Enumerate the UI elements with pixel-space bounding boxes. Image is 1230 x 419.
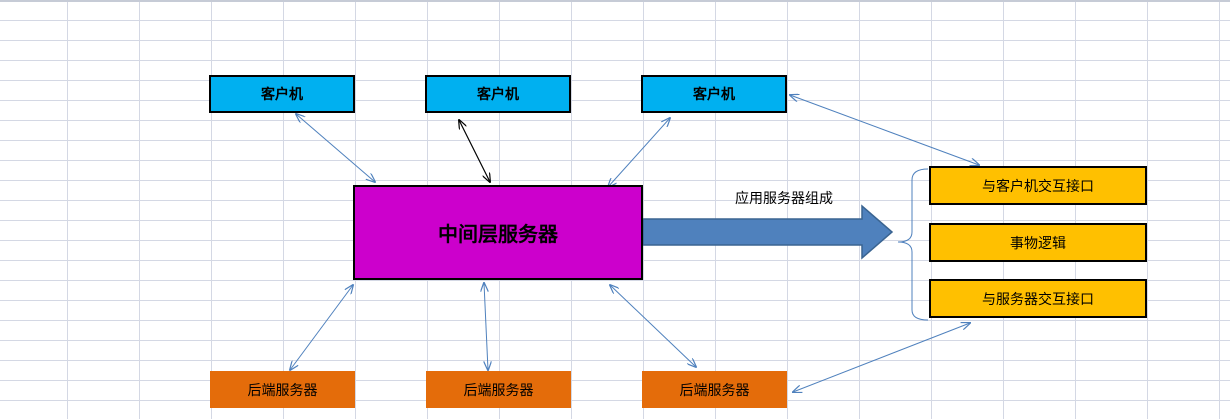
- client-label-2: 客户机: [477, 87, 519, 103]
- backend-label-3: 后端服务器: [679, 382, 750, 399]
- connector-backend3-server-interface: [793, 323, 970, 392]
- sheet-header-line: [0, 0, 1230, 2]
- backend-label-2: 后端服务器: [463, 382, 534, 399]
- component-box-client-interface: 与客户机交互接口: [929, 166, 1147, 205]
- big-block-arrow: [642, 204, 894, 260]
- component-label-2: 事物逻辑: [1010, 235, 1066, 252]
- middle-server-label: 中间层服务器: [438, 222, 558, 246]
- component-label-3: 与服务器交互接口: [982, 291, 1094, 308]
- connector-middle-backend2: [484, 283, 488, 370]
- connector-client2-middle: [459, 120, 490, 182]
- backend-box-2: 后端服务器: [426, 371, 571, 408]
- backend-box-3: 后端服务器: [642, 371, 787, 408]
- connector-middle-backend3: [610, 285, 696, 367]
- connector-client1-middle: [296, 114, 375, 182]
- client-box-3: 客户机: [641, 75, 787, 113]
- middle-server-box: 中间层服务器: [353, 185, 643, 280]
- client-box-1: 客户机: [209, 75, 355, 113]
- connector-client3-interface: [790, 95, 979, 165]
- backend-box-1: 后端服务器: [210, 371, 355, 408]
- arrow-label: 应用服务器组成: [735, 191, 833, 207]
- client-label-3: 客户机: [693, 87, 735, 103]
- client-box-2: 客户机: [425, 75, 571, 113]
- connector-client3-middle: [608, 118, 670, 187]
- client-label-1: 客户机: [261, 87, 303, 103]
- component-label-1: 与客户机交互接口: [982, 178, 1094, 195]
- backend-label-1: 后端服务器: [247, 382, 318, 399]
- component-box-business-logic: 事物逻辑: [929, 223, 1147, 262]
- component-box-server-interface: 与服务器交互接口: [929, 279, 1147, 318]
- components-brace: [897, 168, 929, 321]
- connector-middle-backend1: [290, 285, 353, 370]
